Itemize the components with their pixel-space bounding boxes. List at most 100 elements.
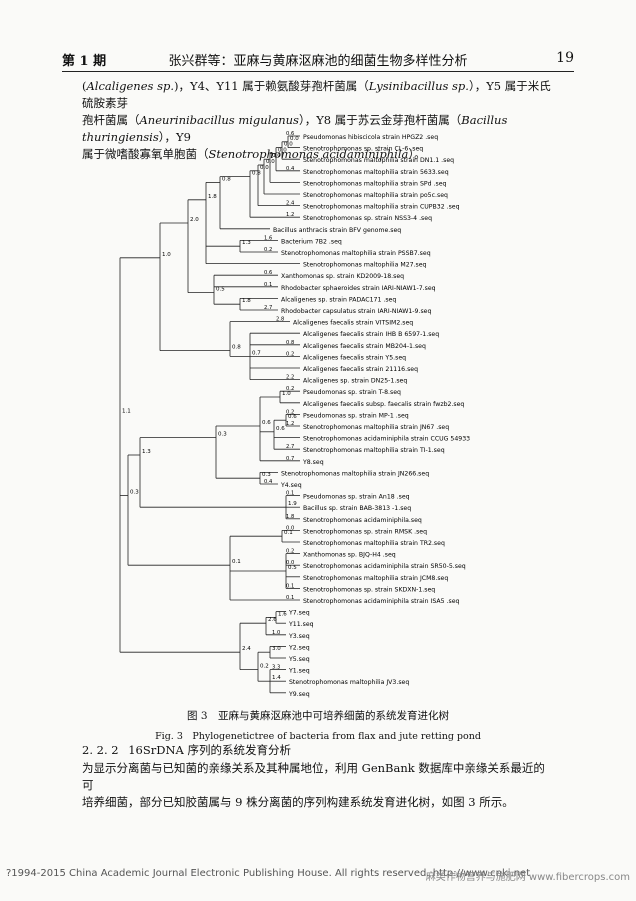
leaf-label: Pseudomonas hibiscicola strain HPGZ2 .se…	[303, 134, 438, 141]
leaf-label: Stenotrophomonas acidaminiphila strain S…	[303, 563, 466, 570]
leaf-label: Rhodobacter sphaeroides strain IARI-NIAW…	[281, 285, 436, 292]
branch-label: 1.0	[272, 630, 280, 636]
branch-label: 0.5	[216, 287, 225, 293]
leaf-label: Bacillus sp. strain BAB-3813 -1.seq	[303, 505, 411, 512]
leaf-label: Stenotrophomonas maltophilia strain SPd …	[303, 180, 446, 187]
leaf-label: Alcaligenes faecalis strain MB204-1.seq	[303, 343, 426, 350]
branch-label: 2.6	[268, 617, 277, 623]
branch-label: 0.8	[252, 171, 261, 177]
branch-label: 0.6	[286, 131, 294, 137]
leaf-label: Stenotrophomonas sp. strain CL-6 .seq	[303, 146, 423, 153]
issue-number: 第 1 期	[62, 54, 107, 69]
leaf-label: Y7.seq	[288, 610, 310, 617]
branch-label: 0.3	[130, 490, 139, 496]
branch-label: 0.8	[286, 340, 294, 346]
branch-label: 1.9	[288, 501, 297, 507]
branch-label: 0.6	[262, 420, 271, 426]
leaf-label: Y5.seq	[288, 656, 310, 663]
branch-label: 1.2	[286, 212, 294, 218]
leaf-label: Bacterium 7B2 .seq	[281, 238, 342, 245]
leaf-label: Xanthomonas sp. BJQ-H4 .seq	[303, 552, 396, 559]
paragraph-1: (Alcaligenes sp.)，Y4、Y11 属于赖氨酸芽孢杆菌属（Lysi…	[82, 78, 556, 163]
branch-label: 0.6	[288, 414, 297, 420]
branch-label: 0.1	[264, 282, 272, 288]
branch-label: 0.0	[266, 159, 275, 165]
leaf-label: Stenotrophomonas maltophilia strain TI-1…	[303, 447, 445, 454]
leaf-label: Stenotrophomonas maltophilia M27.seq	[303, 262, 427, 269]
leaf-label: Stenotrophomonas maltophilia strain DN1.…	[303, 157, 454, 164]
leaf-label: Stenotrophomonas maltophilia strain 5633…	[303, 169, 449, 176]
branch-label: 0.4	[264, 479, 273, 485]
leaf-label: Stenotrophomonas maltophilia strain CUPB…	[303, 204, 460, 211]
branch-label: 0.1	[286, 595, 294, 601]
leaf-label: Stenotrophomonas sp. strain NSS3-4 .seq	[303, 215, 432, 222]
paragraph-2: 为显示分离菌与已知菌的亲缘关系及其种属地位，利用 GenBank 数据库中亲缘关…	[82, 760, 556, 811]
branch-label: 1.3	[242, 240, 251, 246]
branch-label: 0.2	[260, 664, 269, 670]
leaf-label: Rhodobacter capsulatus strain IARI-NIAW1…	[281, 308, 431, 315]
section-title-b: 序列的系统发育分析	[183, 743, 291, 757]
branch-label: 1.8	[242, 298, 251, 304]
branch-label: 0.2	[264, 247, 272, 253]
leaf-label: Y3.seq	[288, 633, 310, 640]
leaf-label: Alcaligenes sp. strain DN25-1.seq	[303, 378, 407, 385]
branch-label: 3.3	[272, 665, 280, 671]
leaf-label: Y1.seq	[288, 668, 310, 675]
leaf-label: Bacillus anthracis strain BFV genome.seq	[273, 227, 401, 234]
leaf-label: Stenotrophomonas sp. strain SKDXN-1.seq	[303, 586, 435, 593]
branch-label: 0.0	[260, 165, 269, 171]
leaf-label: Alcaligenes faecalis strain 21116.seq	[303, 366, 418, 373]
branch-label: 0.1	[286, 491, 294, 497]
leaf-label: Pseudomonas sp. strain T-8.seq	[303, 389, 401, 396]
p2-line-2: 培养细菌，部分已知胶菌属与 9 株分离菌的序列构建系统发育进化树，如图 3 所示…	[82, 795, 514, 809]
p1-line-1: (Alcaligenes sp.)，Y4、Y11 属于赖氨酸芽孢杆菌属（Lysi…	[82, 79, 551, 110]
branch-label: 0.1	[286, 583, 294, 589]
branch-label: 2.7	[264, 305, 272, 311]
branch-label: 0.1	[284, 530, 293, 536]
leaf-label: Stenotrophomonas maltophilia strain JCM8…	[303, 575, 448, 582]
branch-label: 0.6	[276, 426, 285, 432]
branch-label: 2.2	[286, 375, 294, 381]
branch-label: 0.5	[288, 565, 297, 571]
leaf-label: Alcaligenes faecalis subsp. faecalis str…	[303, 401, 464, 408]
branch-label: 1.0	[162, 252, 171, 258]
leaf-label: Alcaligenes faecalis strain IHB B 6597-1…	[303, 331, 439, 338]
branch-label: 0.2	[286, 351, 294, 357]
leaf-label: Alcaligenes faecalis strain VITSIM2.seq	[293, 320, 413, 327]
page-number: 19	[556, 50, 574, 66]
branch-label: 0.8	[222, 176, 231, 182]
branch-label: 0.2	[286, 409, 294, 415]
section-heading: 2. 2. 2 16SrDNA 序列的系统发育分析	[82, 742, 291, 758]
branch-label: 0.0	[284, 142, 293, 148]
branch-label: 2.0	[190, 217, 199, 223]
branch-label: 1.4	[272, 675, 281, 681]
leaf-label: Alcaligenes sp. strain PADAC171 .seq	[281, 296, 396, 303]
leaf-label: Y2.seq	[288, 644, 310, 651]
branch-label: 0.6	[264, 270, 272, 276]
branch-label: 2.8	[276, 317, 284, 323]
branch-label: 0.2	[286, 549, 294, 555]
branch-label: 2.4	[242, 646, 251, 652]
branch-label: 1.3	[142, 449, 151, 455]
branch-label: 0.4	[286, 166, 295, 172]
leaf-label: Stenotrophomonas acidaminiphila.seq	[303, 517, 422, 524]
figure-caption-cn: 图 3 亚麻与黄麻沤麻池中可培养细菌的系统发育进化树	[186, 710, 450, 722]
branch-label: 0.0	[290, 136, 299, 142]
leaf-label: Pseudomonas sp. strain MP-1 .seq	[303, 412, 409, 419]
running-title: 张兴群等：亚麻与黄麻沤麻池的细菌生物多样性分析	[168, 54, 468, 69]
leaf-label: Stenotrophomonas acidaminiphila strain I…	[303, 598, 459, 605]
leaf-label: Stenotrophomonas acidaminiphila strain C…	[303, 436, 470, 443]
header-rule	[62, 71, 574, 72]
leaf-label: Stenotrophomonas maltophilia strain po5c…	[303, 192, 448, 199]
branch-label: 0.0	[272, 153, 281, 159]
branch-label: 0.2	[286, 386, 294, 392]
phylogenetic-tree: Pseudomonas hibiscicola strain HPGZ2 .se…	[119, 131, 470, 698]
branch-label: 0.8	[232, 345, 241, 351]
branch-label: 0.7	[286, 456, 294, 462]
branch-label: 1.8	[208, 194, 217, 200]
section-number: 2. 2. 2	[82, 743, 119, 757]
branch-label: 0.0	[286, 560, 294, 566]
branch-label: 0.0	[286, 525, 294, 531]
branch-label: 0.3	[218, 432, 227, 438]
leaf-label: Y11.seq	[288, 621, 314, 628]
